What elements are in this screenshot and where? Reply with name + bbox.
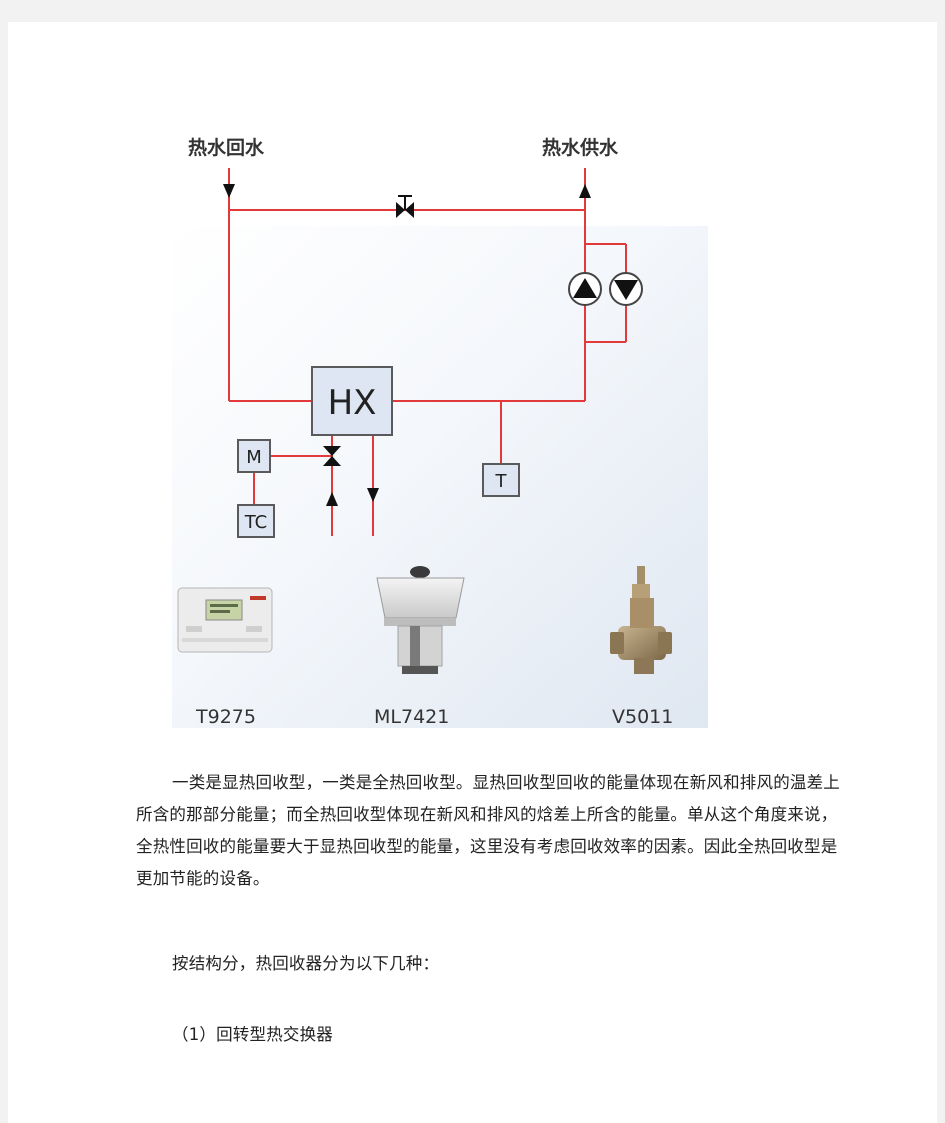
pump-up-icon [568,272,602,306]
thermostat-model-label: T9275 [195,706,256,728]
supply-arrow-icon [579,184,591,198]
list-item-rotary-heat-exchanger: （1）回转型热交换器 [172,1025,333,1044]
valve-product-image [610,566,672,674]
thermostat-product-image [177,587,273,653]
actuator-m-box: M [237,439,271,473]
document-page: 热水回水 热水供水 [8,22,937,1123]
t-label: T [495,471,508,492]
heat-exchanger-box: HX [311,366,393,436]
return-arrow-icon [223,184,235,198]
hot-water-return-label: 热水回水 [188,136,265,159]
outlet-arrow-icon [367,488,379,502]
m-label: M [246,447,262,468]
control-valve-icon [323,446,341,466]
pump-down-icon [609,272,643,306]
hx-label: HX [328,383,377,423]
controller-tc-box: TC [237,504,275,538]
paragraph-heat-recovery-types: 一类是显热回收型，一类是全热回收型。显热回收型回收的能量体现在新风和排风的温差上… [136,773,840,888]
valve-model-label: V5011 [612,706,673,728]
actuator-model-label: ML7421 [374,706,449,728]
bypass-valve-icon [396,195,414,218]
paragraph-structure-classification: 按结构分，热回收器分为以下几种： [172,954,440,973]
hot-water-supply-label: 热水供水 [542,136,619,159]
actuator-product-image [376,566,465,674]
hvac-control-diagram: 热水回水 热水供水 [172,126,708,728]
sensor-t-box: T [482,463,520,497]
tc-label: TC [244,512,268,533]
inlet-arrow-icon [326,492,338,506]
